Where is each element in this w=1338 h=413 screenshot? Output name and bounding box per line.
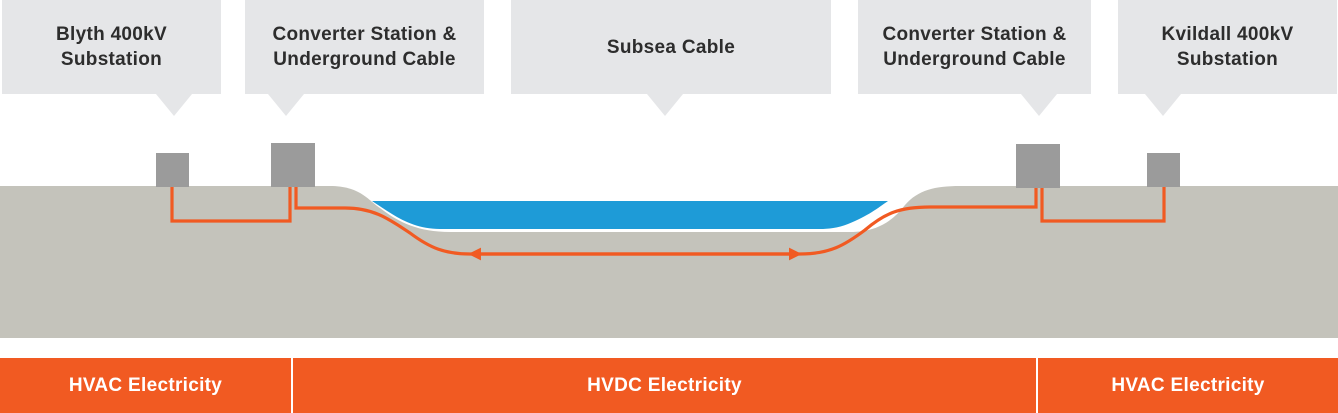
callout-pointer xyxy=(647,94,683,116)
callout-label: Converter Station & Underground Cable xyxy=(882,22,1066,72)
callout-label: Blyth 400kV Substation xyxy=(56,22,167,72)
callout-blyth-substation: Blyth 400kV Substation xyxy=(2,0,221,94)
callout-label: Kvildall 400kV Substation xyxy=(1162,22,1294,72)
callout-kvildall-substation: Kvildall 400kV Substation xyxy=(1118,0,1337,94)
callout-line1: Converter Station & xyxy=(882,24,1067,45)
callout-line1: Kvildall 400kV xyxy=(1161,24,1294,45)
callout-converter-station-right: Converter Station & Underground Cable xyxy=(858,0,1091,94)
callout-pointer xyxy=(156,94,192,116)
callout-line2: Underground Cable xyxy=(273,49,456,70)
callout-pointer xyxy=(1021,94,1057,116)
hvac-cable-left xyxy=(170,187,292,223)
kvildall-substation-building xyxy=(1147,153,1180,187)
callout-pointer xyxy=(1145,94,1181,116)
band-label: HVDC Electricity xyxy=(587,374,742,396)
sea xyxy=(372,201,888,229)
callout-line1: Subsea Cable xyxy=(606,36,736,58)
callout-line2: Substation xyxy=(1176,49,1279,70)
band-hvac-left: HVAC Electricity xyxy=(0,358,291,413)
band-hvdc: HVDC Electricity xyxy=(293,358,1036,413)
ground xyxy=(0,186,1338,338)
callout-line2: Substation xyxy=(60,49,163,70)
converter-station-left-building xyxy=(271,143,315,187)
callout-converter-station-left: Converter Station & Underground Cable xyxy=(245,0,484,94)
band-hvac-right: HVAC Electricity xyxy=(1038,358,1338,413)
hvac-cable-right xyxy=(1040,187,1166,223)
callout-label: Converter Station & Underground Cable xyxy=(272,22,456,72)
band-label: HVAC Electricity xyxy=(1111,374,1265,396)
band-label: HVAC Electricity xyxy=(68,374,223,396)
callout-subsea-cable: Subsea Cable xyxy=(511,0,831,94)
callout-line1: Converter Station & xyxy=(272,24,457,45)
callout-label: Subsea Cable xyxy=(607,35,735,60)
callout-line2: Underground Cable xyxy=(883,49,1066,70)
blyth-substation-building xyxy=(156,153,189,187)
callout-pointer xyxy=(268,94,304,116)
converter-station-right-building xyxy=(1016,144,1060,188)
callout-line1: Blyth 400kV xyxy=(55,24,168,45)
